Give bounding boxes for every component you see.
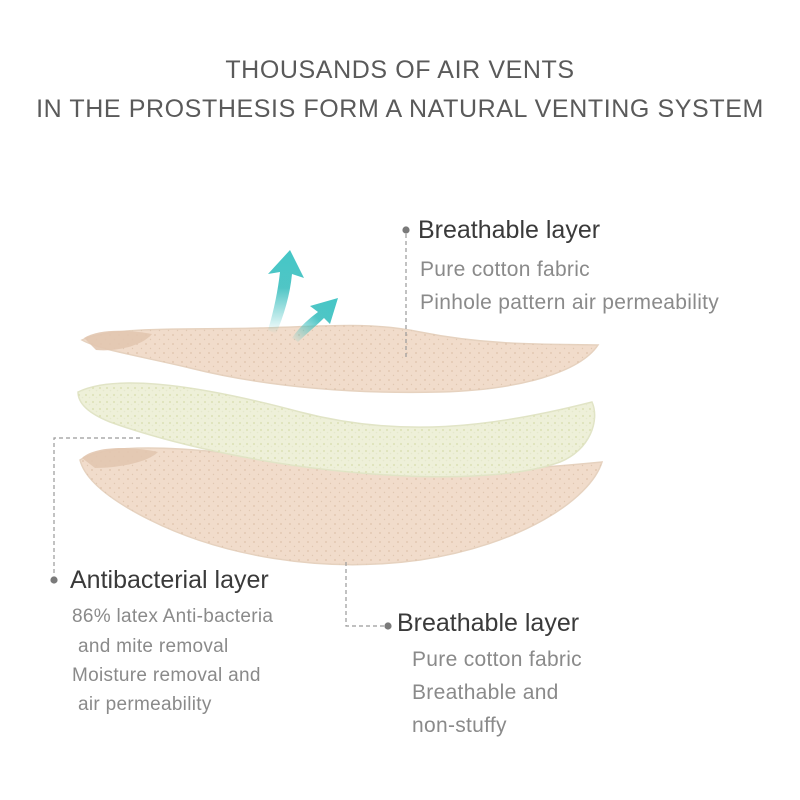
middle-layer-line-2: and mite removal — [78, 636, 229, 657]
top-layer-line-2: Pinhole pattern air permeability — [420, 291, 720, 314]
headline-line-1: THOUSANDS OF AIR VENTS — [225, 56, 575, 84]
bottom-layer-line-2: Breathable and — [412, 681, 559, 704]
middle-layer-line-1: 86% latex Anti-bacteria — [72, 606, 274, 627]
headline-line-2: IN THE PROSTHESIS FORM A NATURAL VENTING… — [36, 95, 764, 123]
middle-layer-line-4: air permeability — [78, 694, 212, 715]
middle-layer-line-3: Moisture removal and — [72, 665, 261, 686]
middle-layer-title: Antibacterial layer — [70, 566, 269, 594]
top-layer-line-1: Pure cotton fabric — [420, 258, 590, 281]
leader-bottom — [345, 562, 392, 630]
bottom-cotton-layer — [79, 447, 604, 566]
bottom-layer-title: Breathable layer — [397, 609, 580, 637]
leader-middle — [50, 437, 140, 584]
leader-top — [402, 226, 410, 360]
airflow-arrow-icon — [292, 298, 338, 342]
bottom-layer-line-1: Pure cotton fabric — [412, 648, 582, 671]
airflow-arrow-icon — [268, 250, 304, 334]
middle-latex-layer — [77, 382, 596, 478]
top-cotton-layer — [80, 324, 600, 394]
bottom-layer-line-3: non-stuffy — [412, 714, 507, 737]
top-layer-title: Breathable layer — [418, 216, 601, 244]
